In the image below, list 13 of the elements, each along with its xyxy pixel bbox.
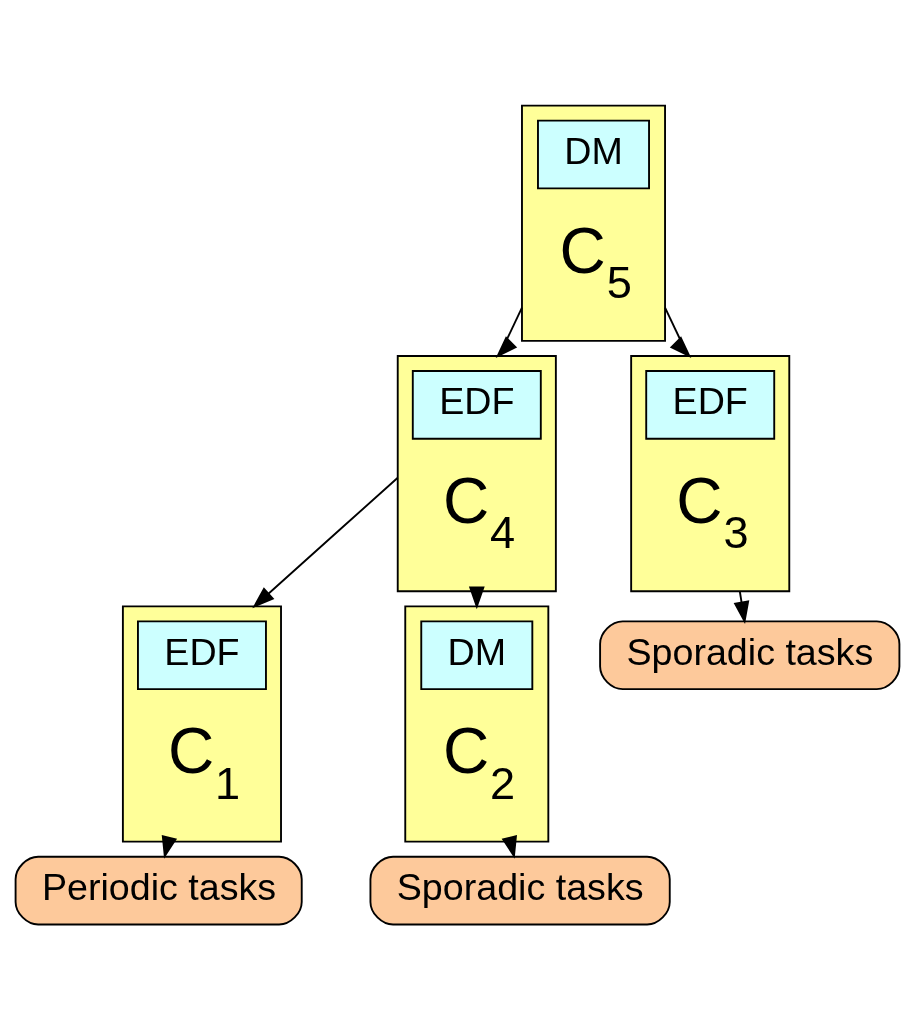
- node-box: EDF: [411, 370, 542, 440]
- arrow: [252, 476, 399, 609]
- arrow: [664, 306, 692, 358]
- arrow: [468, 586, 485, 610]
- node-box: DM: [420, 620, 534, 691]
- node-box: EDF: [645, 370, 776, 440]
- node-box: Periodic tasks: [14, 855, 303, 926]
- node-box: EDF: [137, 620, 267, 691]
- node-box: Sporadic tasks: [599, 620, 901, 691]
- arrow: [495, 306, 523, 358]
- arrow: [733, 590, 750, 624]
- node-box: DM: [537, 119, 650, 190]
- node-box: Sporadic tasks: [369, 855, 671, 926]
